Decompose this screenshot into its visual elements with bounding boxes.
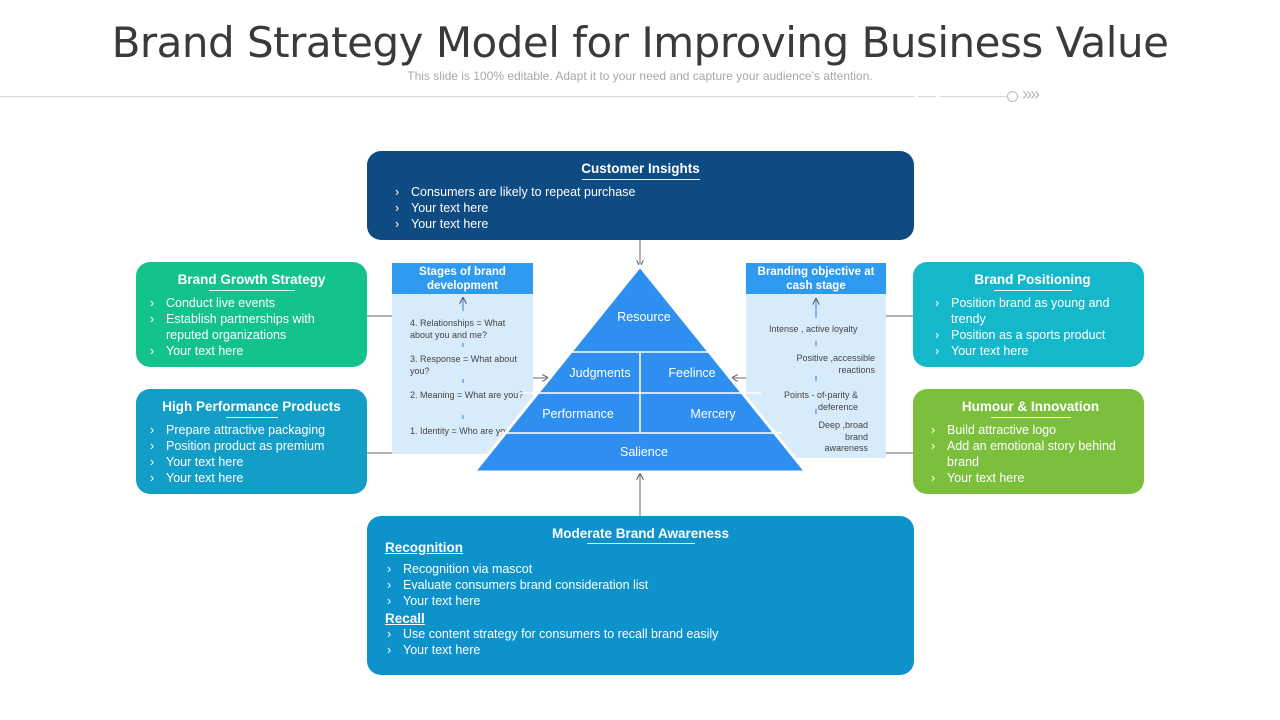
chevrons-icon: ›››› <box>1022 84 1040 104</box>
list-item: Your text here <box>393 200 888 216</box>
pyramid-judgments: Judgments <box>569 366 630 380</box>
recognition-heading: Recognition <box>385 540 463 555</box>
objective-item: Deep ,broad brand awareness <box>818 420 868 453</box>
objective-item: Intense , active loyalty <box>769 324 858 334</box>
divider-dash <box>918 96 936 97</box>
customer-insights-box: Customer Insights Consumers are likely t… <box>367 151 914 240</box>
pyramid-performance: Performance <box>542 407 614 421</box>
objective-item: Positive ,accessible reactions <box>796 353 875 375</box>
brand-positioning-box: Brand Positioning Position brand as youn… <box>913 262 1144 367</box>
pyramid-mercery: Mercery <box>690 407 736 421</box>
high-performance-box: High Performance Products Prepare attrac… <box>136 389 367 494</box>
list-item: Add an emotional story behind brand <box>929 438 1132 470</box>
list-item: Build attractive logo <box>929 422 1132 438</box>
list-item: Your text here <box>929 470 1132 486</box>
title-underline <box>993 290 1072 291</box>
brand-growth-list: Conduct live events Establish partnershi… <box>148 295 355 359</box>
stages-panel-header: Stages of brand development <box>392 263 533 294</box>
list-item: Position brand as young and trendy <box>933 295 1132 327</box>
circle-icon <box>1007 91 1018 102</box>
pyramid-feelince: Feelince <box>668 366 715 380</box>
list-item: Your text here <box>385 642 896 658</box>
list-item: Evaluate consumers brand consideration l… <box>385 577 896 593</box>
list-item: Establish partnerships with reputed orga… <box>148 311 355 343</box>
brand-growth-box: Brand Growth Strategy Conduct live event… <box>136 262 367 367</box>
list-item: Your text here <box>933 343 1132 359</box>
brand-growth-title: Brand Growth Strategy <box>177 272 326 287</box>
recall-list: Use content strategy for consumers to re… <box>385 626 896 658</box>
slide-title: Brand Strategy Model for Improving Busin… <box>111 18 1169 67</box>
slide-subtitle: This slide is 100% editable. Adapt it to… <box>407 69 873 83</box>
list-item: Consumers are likely to repeat purchase <box>393 184 888 200</box>
objective-panel-header: Branding objective at cash stage <box>746 263 886 294</box>
humour-innovation-title: Humour & Innovation <box>961 399 1100 414</box>
moderate-awareness-box: Moderate Brand Awareness Recognition Rec… <box>367 516 914 675</box>
list-item: Your text here <box>148 343 355 359</box>
divider-line-right <box>940 96 1008 97</box>
stage-item: 4. Relationships = What about you and me… <box>410 318 506 340</box>
list-item: Prepare attractive packaging <box>148 422 355 438</box>
customer-insights-list: Consumers are likely to repeat purchase … <box>393 184 888 232</box>
list-item: Position product as premium <box>148 438 355 454</box>
title-underline <box>208 290 295 291</box>
list-item: Use content strategy for consumers to re… <box>385 626 896 642</box>
customer-insights-title: Customer Insights <box>581 161 700 176</box>
title-underline <box>581 179 700 180</box>
list-item: Your text here <box>393 216 888 232</box>
list-item: Your text here <box>148 470 355 486</box>
brand-positioning-title: Brand Positioning <box>974 272 1091 287</box>
brand-positioning-list: Position brand as young and trendy Posit… <box>933 295 1132 359</box>
stage-item: 1. Identity = Who are you? <box>410 426 516 436</box>
pyramid-resource: Resource <box>617 310 671 324</box>
high-performance-title: High Performance Products <box>162 399 341 414</box>
list-item: Position as a sports product <box>933 327 1132 343</box>
list-item: Recognition via mascot <box>385 561 896 577</box>
recall-heading: Recall <box>385 611 425 626</box>
list-item: Your text here <box>148 454 355 470</box>
divider-line <box>0 96 915 97</box>
stage-item: 3. Response = What about you? <box>410 354 517 376</box>
humour-innovation-list: Build attractive logo Add an emotional s… <box>929 422 1132 486</box>
high-performance-list: Prepare attractive packaging Position pr… <box>148 422 355 486</box>
title-underline <box>990 417 1071 418</box>
title-underline <box>225 417 278 418</box>
pyramid-salience: Salience <box>620 445 668 459</box>
objective-item: Points - of-parity & deference <box>783 390 858 412</box>
list-item: Your text here <box>385 593 896 609</box>
list-item: Conduct live events <box>148 295 355 311</box>
moderate-awareness-title: Moderate Brand Awareness <box>551 526 730 541</box>
stage-item: 2. Meaning = What are you? <box>410 390 524 400</box>
humour-innovation-box: Humour & Innovation Build attractive log… <box>913 389 1144 494</box>
recognition-list: Recognition via mascot Evaluate consumer… <box>385 561 896 609</box>
title-underline <box>586 543 695 544</box>
